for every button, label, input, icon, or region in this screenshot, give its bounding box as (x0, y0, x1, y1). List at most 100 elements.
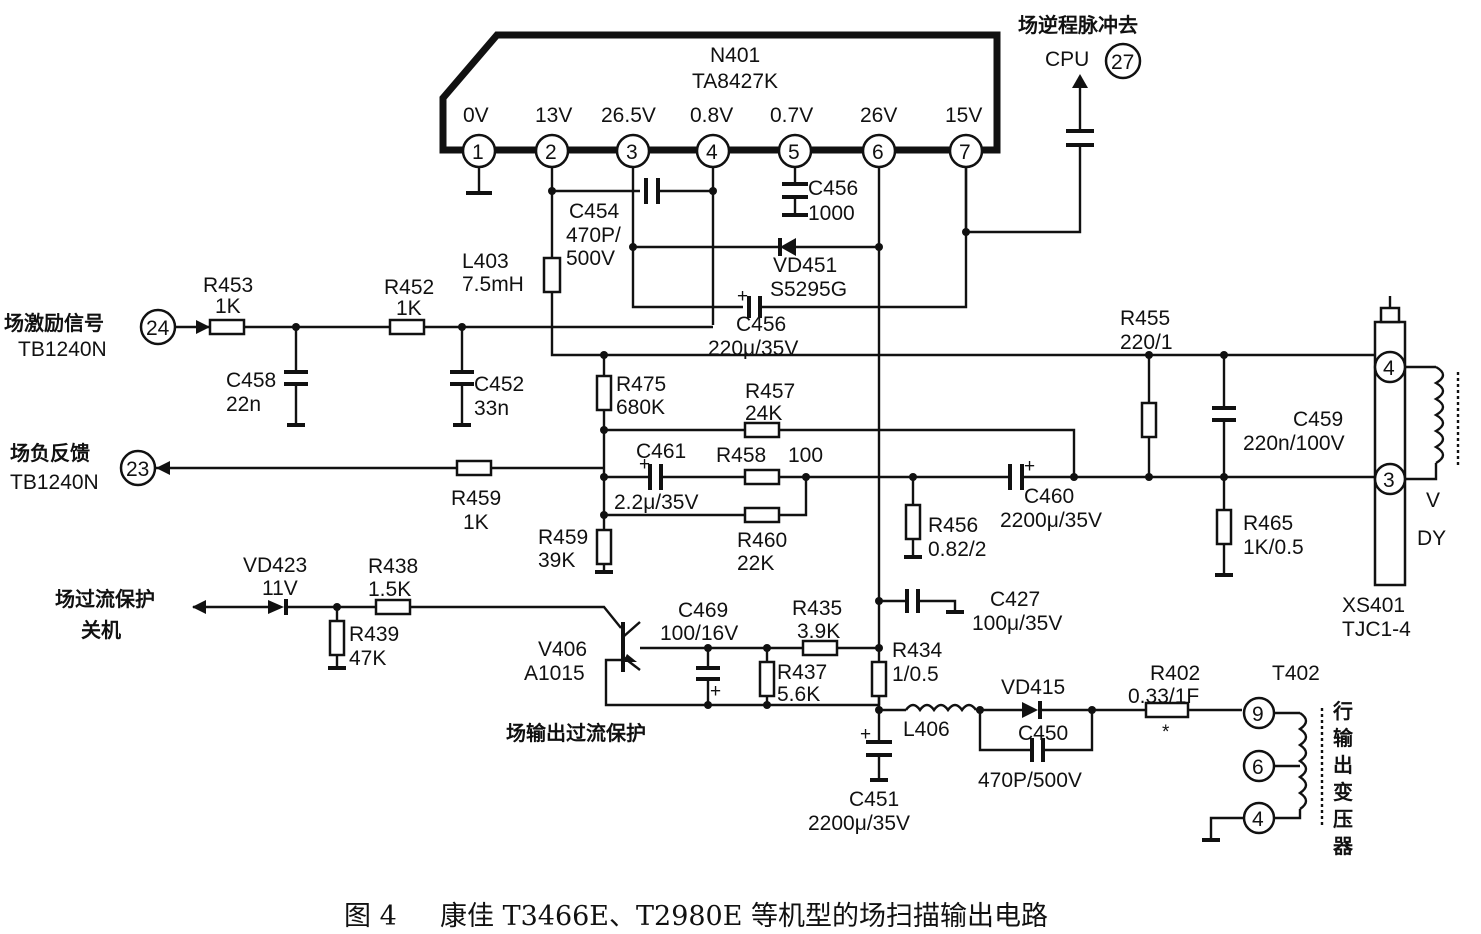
svg-text:CPU: CPU (1045, 48, 1089, 71)
svg-text:TJC1-4: TJC1-4 (1342, 618, 1411, 641)
svg-text:0.33/1F: 0.33/1F (1128, 685, 1199, 708)
resistor-r453: R453 1K (203, 274, 253, 336)
drive-input-connector: 场激励信号 TB1240N 24 (4, 308, 210, 361)
svg-text:R459: R459 (538, 526, 588, 549)
svg-text:C456: C456 (808, 177, 858, 200)
svg-text:R434: R434 (892, 639, 943, 662)
resistor-r475: R475 680K (595, 355, 666, 530)
svg-text:C461: C461 (636, 440, 686, 463)
svg-text:47K: 47K (349, 647, 386, 670)
svg-text:C427: C427 (990, 588, 1040, 611)
svg-text:5.6K: 5.6K (777, 683, 820, 706)
resistor-r459-1k: R459 1K (451, 459, 604, 534)
resistor-r455: R455 220/1 (1120, 307, 1173, 477)
svg-text:33n: 33n (474, 397, 509, 420)
capacitor-c451: + C451 2200μ/35V (808, 724, 910, 835)
svg-text:0V: 0V (463, 104, 489, 127)
svg-text:A1015: A1015 (524, 662, 585, 685)
ic-pin-2: 2 13V (534, 104, 572, 169)
svg-text:场逆程脉冲去: 场逆程脉冲去 (1018, 13, 1138, 37)
svg-text:压: 压 (1333, 807, 1353, 831)
svg-text:39K: 39K (538, 549, 575, 572)
svg-text:VD415: VD415 (1001, 676, 1065, 699)
resistor-r437: R437 5.6K (758, 648, 827, 706)
svg-text:R475: R475 (616, 373, 666, 396)
svg-text:7: 7 (959, 141, 971, 164)
capacitor-c458: C458 22n (226, 327, 308, 427)
svg-text:场过流保护: 场过流保护 (55, 587, 155, 611)
deflection-yoke-coil: V DY (1405, 365, 1460, 550)
figure-caption: 康佳 T3466E、T2980E 等机型的场扫描输出电路 (440, 901, 1048, 932)
svg-text:11V: 11V (262, 577, 298, 600)
svg-text:470P/500V: 470P/500V (978, 769, 1082, 792)
cpu-flyback-output: 场逆程脉冲去 CPU 27 (964, 13, 1142, 234)
svg-text:22n: 22n (226, 393, 261, 416)
ic-pin-6: 6 26V (860, 104, 897, 169)
overcurrent-label: 场输出过流保护 (506, 721, 646, 745)
svg-text:27: 27 (1111, 51, 1134, 74)
svg-text:1: 1 (472, 141, 484, 164)
svg-text:场负反馈: 场负反馈 (10, 441, 90, 465)
svg-text:24: 24 (146, 317, 170, 340)
svg-text:R437: R437 (777, 661, 827, 684)
svg-text:S5295G: S5295G (770, 278, 847, 301)
svg-text:220/1: 220/1 (1120, 331, 1173, 354)
svg-text:场激励信号: 场激励信号 (4, 311, 104, 335)
svg-text:+: + (710, 681, 721, 702)
svg-text:500V: 500V (566, 247, 615, 270)
svg-text:R458: R458 (716, 444, 766, 467)
capacitor-c456-1000: C456 1000 (782, 167, 858, 225)
svg-text:15V: 15V (945, 104, 982, 127)
svg-text:C454: C454 (569, 200, 620, 223)
ic-n401-body (439, 31, 1001, 154)
svg-text:R439: R439 (349, 623, 399, 646)
flyback-transformer-t402: T402 9 6 4 行 输 出 变 压 器 (1202, 662, 1354, 858)
resistor-r456: R456 0.82/2 (904, 477, 986, 561)
svg-text:+: + (737, 286, 748, 307)
inductor-l406: L406 (879, 703, 1022, 741)
ic-pin-7: 7 15V (945, 104, 984, 169)
figure-number: 图 4 (344, 901, 397, 932)
svg-text:R457: R457 (745, 380, 795, 403)
svg-text:VD451: VD451 (773, 254, 837, 277)
svg-text:TB1240N: TB1240N (10, 471, 99, 494)
svg-text:220μ/35V: 220μ/35V (708, 337, 798, 360)
svg-text:C469: C469 (678, 599, 728, 622)
feedback-connector: 场负反馈 TB1240N 23 (10, 441, 457, 494)
svg-text:R438: R438 (368, 555, 418, 578)
svg-text:100/16V: 100/16V (660, 622, 738, 645)
svg-text:TB1240N: TB1240N (18, 338, 107, 361)
yoke-connector-xs401: 4 3 XS401 TJC1-4 (1342, 296, 1411, 641)
svg-text:1/0.5: 1/0.5 (892, 663, 939, 686)
svg-text:C452: C452 (474, 373, 524, 396)
svg-text:T402: T402 (1272, 662, 1320, 685)
resistor-r465: R465 1K/0.5 (1215, 477, 1304, 577)
svg-text:出: 出 (1333, 753, 1353, 777)
svg-text:R460: R460 (737, 529, 787, 552)
diode-vd451: VD451 S5295G (770, 238, 879, 301)
svg-text:3: 3 (626, 141, 638, 164)
capacitor-c452: C452 33n (450, 327, 524, 427)
capacitor-c461: + C461 2.2μ/35V (604, 440, 745, 514)
ic-name: N401 (710, 44, 760, 67)
svg-text:1K: 1K (463, 511, 489, 534)
svg-text:DY: DY (1417, 527, 1446, 550)
svg-text:22K: 22K (737, 552, 774, 575)
svg-text:2: 2 (545, 141, 557, 164)
svg-text:行: 行 (1332, 699, 1353, 723)
diode-vd415: VD415 (1001, 676, 1146, 719)
svg-text:680K: 680K (616, 396, 665, 419)
svg-text:9: 9 (1252, 703, 1264, 726)
svg-text:+: + (860, 724, 871, 745)
ic-model: TA8427K (692, 70, 778, 93)
svg-text:0.82/2: 0.82/2 (928, 538, 986, 561)
svg-text:100μ/35V: 100μ/35V (972, 612, 1062, 635)
svg-text:470P/: 470P/ (566, 224, 621, 247)
svg-text:C458: C458 (226, 369, 276, 392)
ic-pin-3: 3 26.5V (601, 104, 656, 169)
svg-text:R453: R453 (203, 274, 253, 297)
ic-pin-5: 5 0.7V (770, 104, 813, 169)
capacitor-c469: + C469 100/16V (660, 599, 738, 705)
svg-text:R455: R455 (1120, 307, 1170, 330)
resistor-r439: R439 47K (328, 607, 399, 670)
